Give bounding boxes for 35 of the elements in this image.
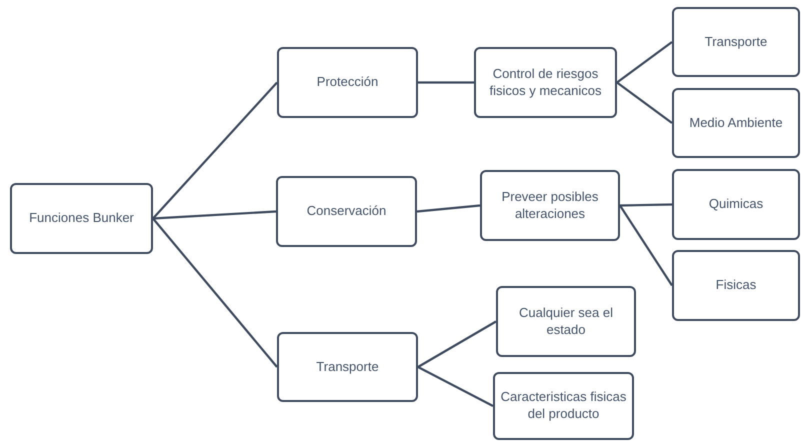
connector-line bbox=[416, 204, 480, 213]
topic-box bbox=[672, 250, 800, 321]
connector-line bbox=[616, 41, 673, 84]
connector-line bbox=[417, 320, 497, 368]
topic-box bbox=[672, 7, 800, 77]
connector-line bbox=[152, 218, 278, 368]
topic-box bbox=[277, 47, 418, 118]
connector-line bbox=[418, 366, 494, 407]
box-label: Cualquier sea el estado bbox=[518, 304, 614, 338]
topic-box bbox=[496, 286, 636, 357]
box-label: Caracteristicas fisicas del producto bbox=[500, 389, 628, 423]
box-label: Conservación bbox=[306, 203, 386, 220]
box-label: Medio Ambiente bbox=[689, 114, 783, 132]
topic-box bbox=[10, 183, 153, 254]
topic-box bbox=[474, 47, 617, 118]
connector-line bbox=[619, 204, 673, 286]
connector-line bbox=[152, 82, 278, 220]
box-label: Quimicas bbox=[708, 196, 764, 213]
box-label: Transporte bbox=[316, 358, 379, 376]
topic-box bbox=[480, 170, 620, 241]
connector-line bbox=[616, 82, 673, 124]
box-label: Protección bbox=[316, 74, 378, 91]
box-label: Funciones Bunker bbox=[29, 210, 134, 227]
topic-box bbox=[493, 372, 634, 440]
box-label: Fisicas bbox=[716, 277, 756, 294]
box-label: Control de riesgos fisicos y mecanicos bbox=[488, 66, 602, 100]
topic-box bbox=[672, 169, 800, 240]
topic-box bbox=[276, 176, 417, 247]
box-label: Transporte bbox=[704, 34, 768, 50]
topic-box bbox=[672, 88, 800, 158]
connector-line bbox=[620, 203, 672, 207]
connector-line bbox=[418, 81, 474, 84]
connector-line bbox=[152, 210, 276, 220]
box-label: Preveer posibles alteraciones bbox=[500, 188, 600, 222]
topic-box bbox=[277, 332, 418, 402]
